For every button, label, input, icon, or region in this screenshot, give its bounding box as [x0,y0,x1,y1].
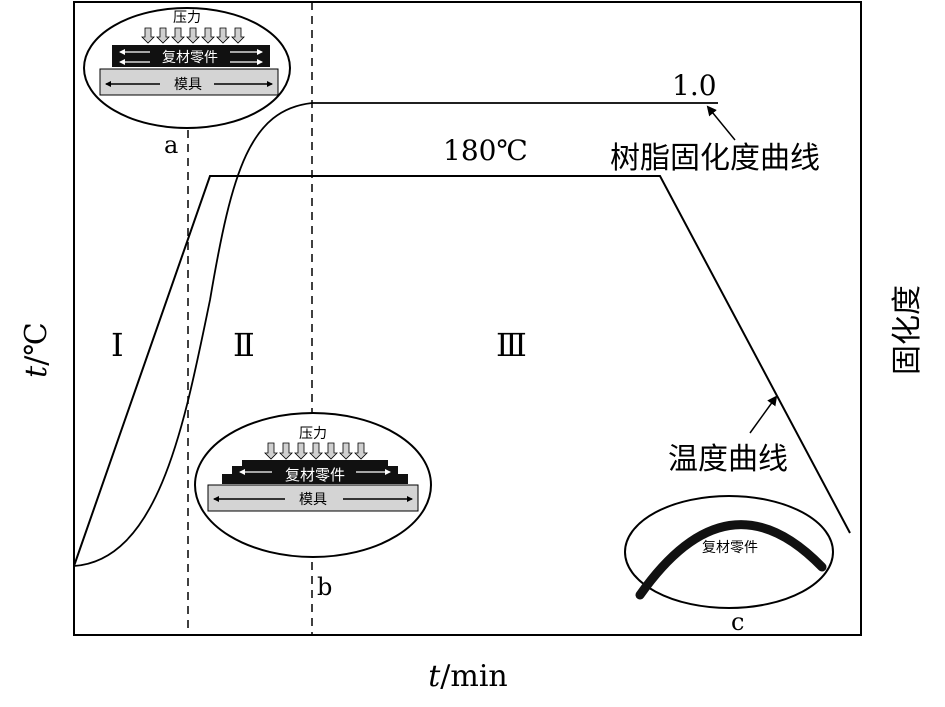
inset-a-ellipse [83,7,291,129]
inset-b-mold-label: 模具 [299,492,327,508]
inset-b-pressure-label: 压力 [299,426,327,442]
cure-curve-arrow [706,105,736,141]
inset-b-pressure-arrows [264,442,368,460]
x-axis-label: t/min [428,659,508,694]
temp-hold-label: 180℃ [443,134,528,167]
marker-c: c [731,608,744,636]
marker-a: a [164,131,178,159]
stage-two-label: Ⅱ [233,326,255,364]
cure-curve-label: 树脂固化度曲线 [610,141,820,176]
inset-b: 压力 复材零件 模具 [194,412,432,558]
marker-b: b [317,573,332,601]
x-axis-unit: /min [440,659,507,694]
y-axis-unit: /℃ [19,322,54,366]
inset-b-mold [207,484,419,512]
plot-frame [73,1,862,636]
temp-curve-arrow [749,395,778,434]
inset-a-part-label: 复材零件 [162,49,218,66]
right-axis-label: 固化度 [890,285,925,375]
inset-a-mold-label: 模具 [174,77,202,93]
stage-three-label: Ⅲ [496,326,527,364]
x-axis-var: t [428,659,441,694]
inset-a: 压力 复材零件 模具 [83,7,291,129]
inset-a-pressure-label: 压力 [173,10,201,26]
inset-a-pressure-arrows [141,27,245,44]
stage-one-label: Ⅰ [111,326,124,364]
temp-curve-label: 温度曲线 [668,442,788,477]
inset-a-mold [99,68,279,96]
inset-c-part-label: 复材零件 [702,539,758,556]
cure-degree-curve [73,102,718,567]
cure-max-label: 1.0 [672,69,717,102]
temperature-curve [73,175,851,567]
inset-b-part [222,460,408,484]
inset-c: 复材零件 [624,495,834,609]
y-axis-var: t [19,365,54,378]
inset-b-part-label: 复材零件 [285,466,345,484]
y-axis-label: t/℃ [19,322,54,378]
inset-c-curved-part [635,520,827,600]
inset-c-ellipse [624,495,834,609]
